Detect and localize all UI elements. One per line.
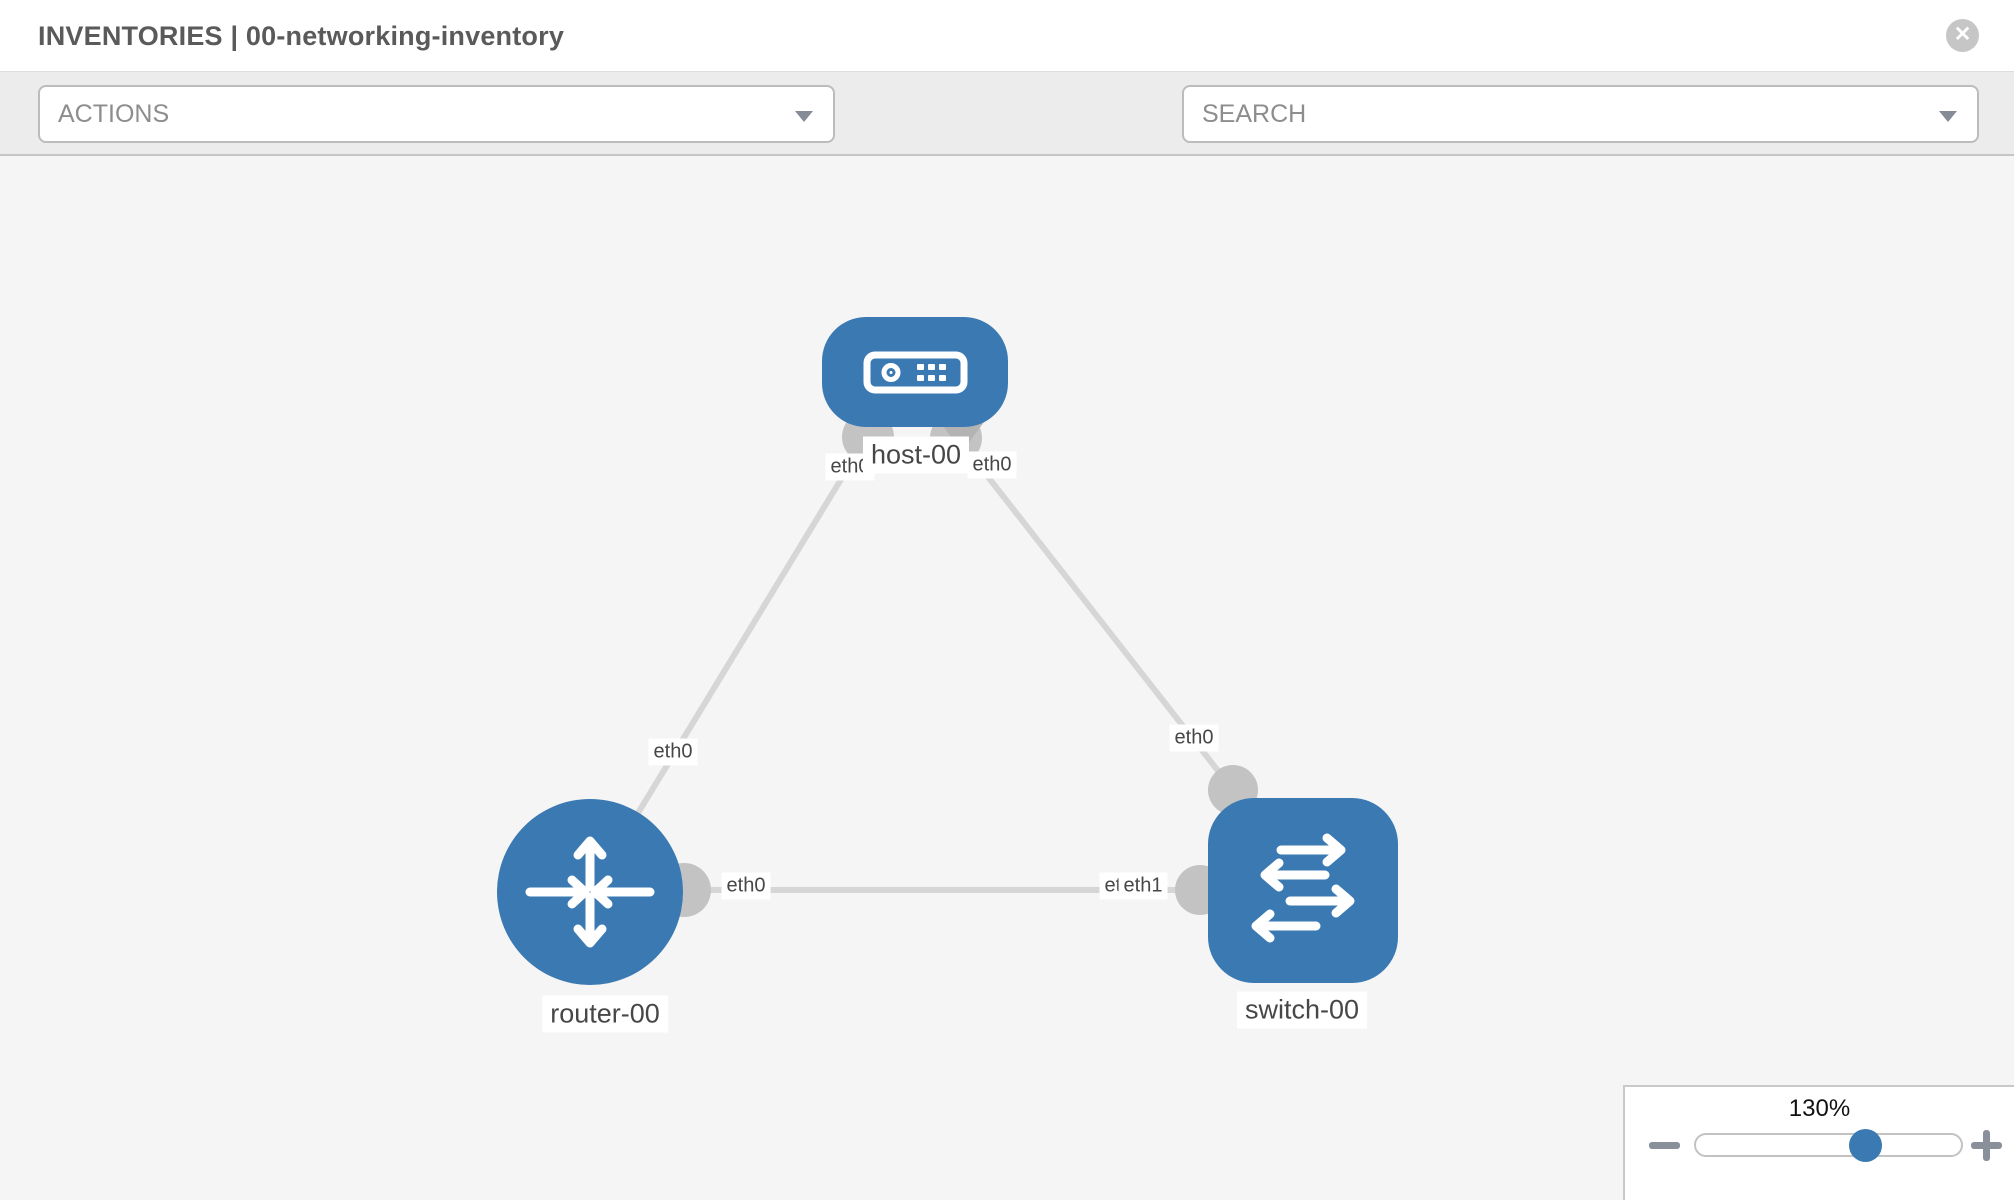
switch-icon — [1251, 833, 1355, 943]
zoom-slider-knob[interactable] — [1849, 1129, 1882, 1162]
zoom-level: 130% — [1788, 1095, 1851, 1122]
search-placeholder: SEARCH — [1202, 100, 1307, 128]
iface-label: eth0 — [648, 738, 698, 766]
iface-label: eth0 — [825, 453, 875, 481]
close-button[interactable]: ✕ — [1946, 19, 1979, 52]
node-router-00[interactable] — [497, 799, 683, 985]
host-icon — [863, 351, 968, 394]
iface-label: eth1 — [1118, 872, 1168, 900]
zoom-widget: 130% — [1623, 1085, 2014, 1200]
node-label-host: host-00 — [862, 436, 970, 474]
iface-label: eth0 — [721, 872, 771, 900]
page-title: INVENTORIES | 00-networking-inventory — [38, 21, 565, 51]
minus-icon[interactable] — [1649, 1142, 1680, 1149]
node-label-switch: switch-00 — [1236, 991, 1368, 1029]
connector-group — [657, 411, 1258, 917]
iface-label: eth0 — [1169, 724, 1219, 752]
chevron-down-icon — [1939, 111, 1957, 122]
actions-dropdown[interactable]: ACTIONS — [38, 85, 835, 143]
node-switch-00[interactable] — [1208, 798, 1398, 983]
node-label-router: router-00 — [542, 995, 668, 1033]
toolbar: ACTIONS SEARC — [0, 72, 2014, 202]
plus-icon[interactable] — [1969, 1128, 2005, 1164]
link-group — [587, 433, 1236, 894]
iface-label: eth0 — [967, 451, 1017, 479]
actions-dropdown-label: ACTIONS — [58, 100, 170, 128]
close-icon: ✕ — [1953, 23, 1972, 46]
header: INVENTORIES | 00-networking-inventory ✕ — [0, 0, 2014, 72]
zoom-slider-track[interactable] — [1694, 1133, 1963, 1157]
search-dropdown[interactable]: SEARCH — [1182, 85, 1979, 143]
router-icon — [525, 836, 655, 948]
node-host-00[interactable] — [822, 317, 1008, 427]
chevron-down-icon — [795, 111, 813, 122]
topology-canvas[interactable]: eth0 eth0 eth0 eth0 eth0 eth0 eth1 host-… — [0, 156, 2014, 1200]
